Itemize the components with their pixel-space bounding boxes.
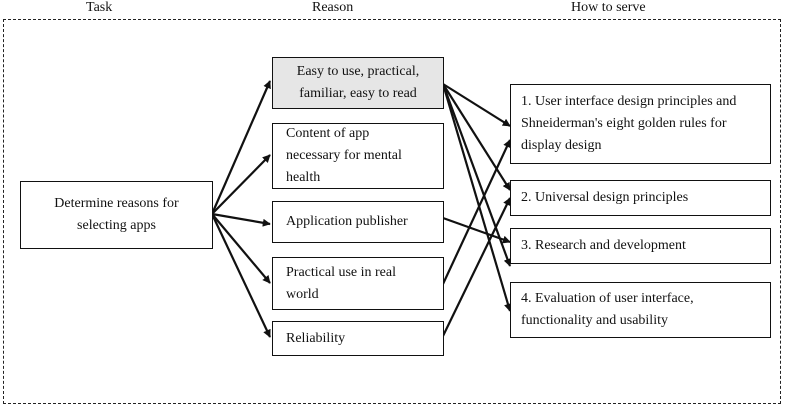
arrow-reason1-to-serve2 xyxy=(442,83,511,191)
serve-box-ui-principles: 1. User interface design principles and … xyxy=(510,84,771,164)
reason-box-reliability: Reliability xyxy=(272,321,444,356)
header-how-to-serve: How to serve xyxy=(571,0,646,15)
arrow-reason1-to-serve1 xyxy=(442,83,511,127)
reason-1-line-1: Easy to use, practical, xyxy=(296,64,420,79)
arrow-task-to-reason-4 xyxy=(211,213,271,284)
serve-1-line-2: Shneiderman's eight golden rules for xyxy=(521,116,727,131)
reason-5-line-1: Reliability xyxy=(286,330,346,346)
serve-box-research-development: 3. Research and development xyxy=(510,228,771,264)
arrow-task-to-reason-3 xyxy=(211,212,271,227)
reason-2-line-3: health xyxy=(286,170,321,185)
reason-4-line-1: Practical use in real xyxy=(286,264,397,280)
reason-1-line-2: familiar, easy to read xyxy=(299,86,417,101)
reason-box-content: Content of app necessary for mental heal… xyxy=(272,123,444,189)
serve-box-evaluation: 4. Evaluation of user interface, functio… xyxy=(510,282,771,338)
arrow-reason3-to-serve3 xyxy=(442,216,511,244)
arrow-task-to-reason-2 xyxy=(211,154,271,215)
serve-1-line-3: display design xyxy=(521,138,602,153)
task-line-1: Determine reasons for xyxy=(54,196,179,211)
task-line-2: selecting apps xyxy=(77,218,156,233)
reason-4-line-2: world xyxy=(286,286,319,302)
serve-box-universal-design: 2. Universal design principles xyxy=(510,180,771,216)
arrow-task-to-reason-1 xyxy=(210,80,272,215)
arrow-task-to-reason-5 xyxy=(211,213,271,338)
serve-1-line-1: 1. User interface design principles and xyxy=(521,94,737,109)
arrow-reason5-to-serve2 xyxy=(442,197,511,337)
arrow-reason1-to-serve4 xyxy=(441,83,512,312)
header-reason: Reason xyxy=(312,0,354,15)
dashed-frame xyxy=(3,19,781,404)
reason-2-line-2: necessary for mental xyxy=(286,148,402,163)
task-box: Determine reasons for selecting apps xyxy=(20,181,213,249)
serve-3-line-1: 3. Research and development xyxy=(521,238,686,253)
reason-3-line-1: Application publisher xyxy=(286,214,408,229)
arrow-reason1-to-serve3 xyxy=(441,83,512,267)
reason-box-practical-use: Practical use in real world xyxy=(272,257,444,310)
header-task: Task xyxy=(86,0,113,15)
serve-2-line-1: 2. Universal design principles xyxy=(521,190,689,205)
reason-box-easy-to-use: Easy to use, practical, familiar, easy t… xyxy=(272,57,444,109)
reason-2-line-1: Content of app xyxy=(286,126,370,141)
arrow-reason4-to-serve1 xyxy=(442,139,511,285)
serve-4-line-1: 4. Evaluation of user interface, xyxy=(521,291,694,306)
serve-4-line-2: functionality and usability xyxy=(521,313,668,328)
reason-box-publisher: Application publisher xyxy=(272,201,444,243)
